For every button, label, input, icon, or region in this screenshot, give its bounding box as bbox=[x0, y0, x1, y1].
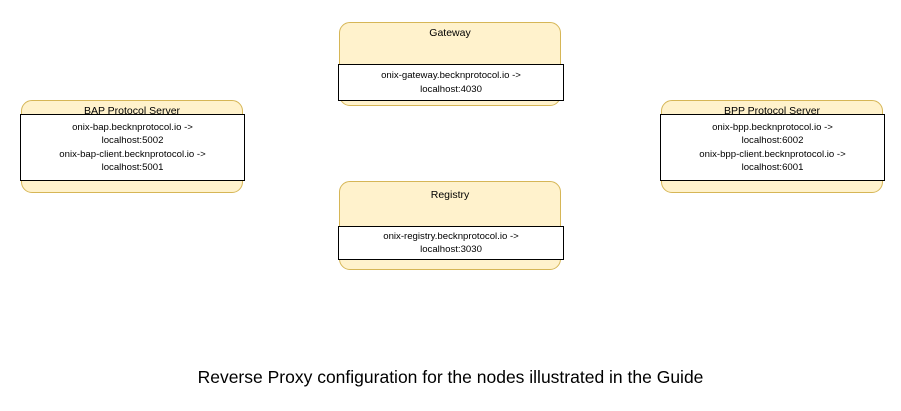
detail-box-registry: onix-registry.becknprotocol.io -> localho… bbox=[338, 226, 564, 260]
detail-line: localhost:4030 bbox=[420, 83, 482, 95]
detail-line: onix-registry.becknprotocol.io -> bbox=[383, 230, 519, 242]
diagram-caption: Reverse Proxy configuration for the node… bbox=[197, 367, 704, 387]
node-title-gateway: Gateway bbox=[429, 27, 471, 39]
detail-line: onix-bap-client.becknprotocol.io -> bbox=[59, 148, 206, 160]
detail-box-gateway: onix-gateway.becknprotocol.io ->localhos… bbox=[338, 64, 564, 101]
detail-line: onix-bap.becknprotocol.io -> bbox=[72, 122, 193, 134]
detail-line: onix-bpp-client.becknprotocol.io -> bbox=[699, 148, 846, 160]
detail-line: onix-bpp.becknprotocol.io -> bbox=[712, 122, 833, 134]
detail-box-bap-protocol-server: onix-bap.becknprotocol.io ->localhost:50… bbox=[20, 114, 245, 181]
node-title-registry: Registry bbox=[430, 189, 470, 201]
detail-line: onix-gateway.becknprotocol.io -> bbox=[381, 70, 521, 82]
detail-line: localhost:6002 bbox=[741, 135, 804, 147]
detail-line: localhost:3030 bbox=[420, 244, 482, 255]
detail-line: localhost:6001 bbox=[741, 161, 804, 173]
detail-line: localhost:5002 bbox=[101, 135, 164, 147]
detail-line: localhost:5001 bbox=[101, 161, 164, 173]
detail-box-bpp-protocol-server: onix-bpp.becknprotocol.io ->localhost:60… bbox=[660, 114, 885, 181]
